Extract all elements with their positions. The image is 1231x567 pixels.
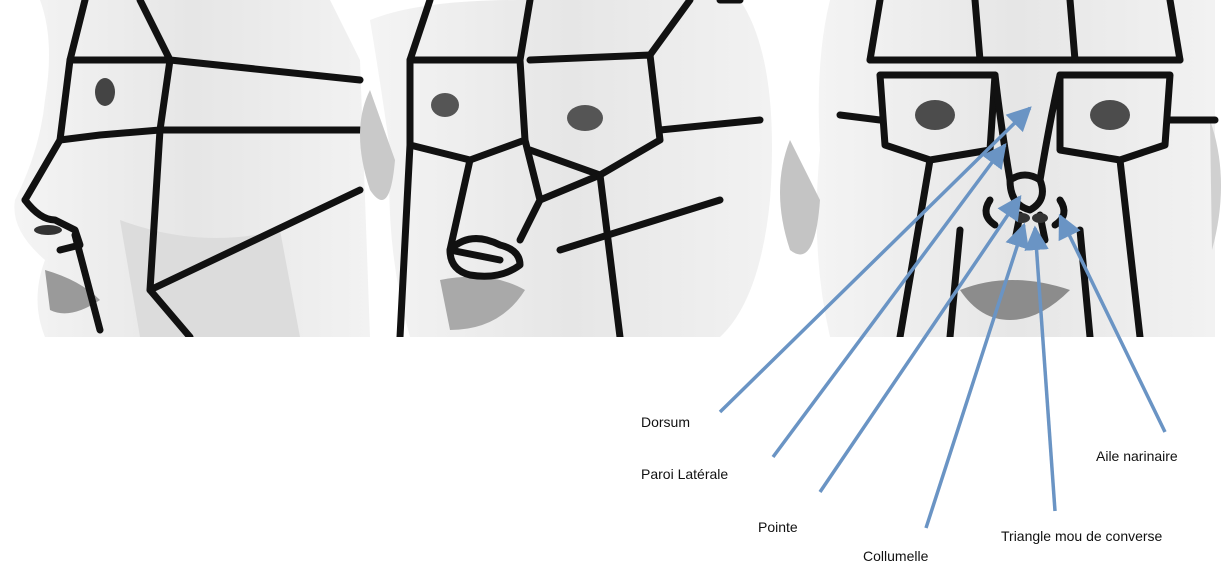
label-collumelle: Collumelle	[863, 548, 929, 564]
face-illustrations	[0, 0, 1231, 337]
label-pointe: Pointe	[758, 519, 798, 535]
labels: Dorsum Paroi Latérale Pointe Collumelle …	[641, 414, 1178, 564]
label-paroi-laterale: Paroi Latérale	[641, 466, 728, 482]
profile-face	[14, 0, 370, 337]
label-dorsum: Dorsum	[641, 414, 690, 430]
label-aile-narinaire: Aile narinaire	[1096, 448, 1178, 464]
three-quarter-face	[360, 0, 772, 337]
label-triangle-mou: Triangle mou de converse	[1001, 528, 1163, 544]
